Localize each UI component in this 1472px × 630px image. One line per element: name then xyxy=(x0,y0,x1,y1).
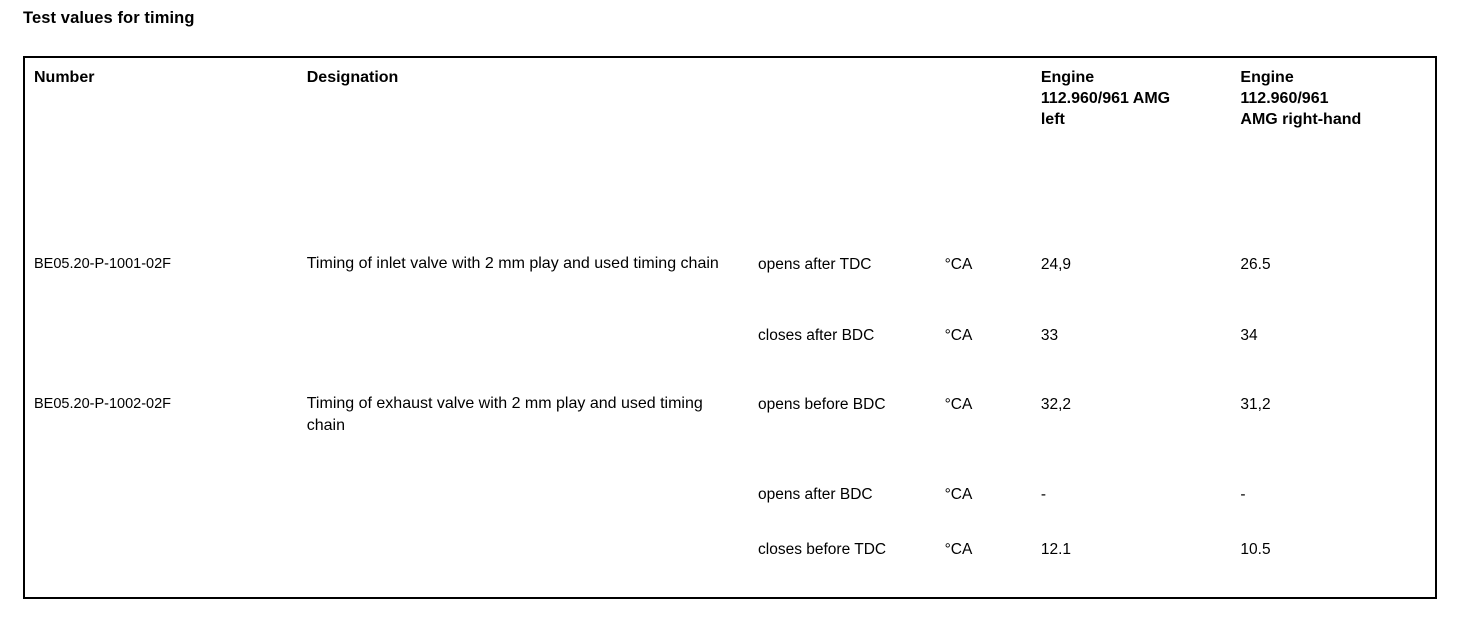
measurement-condition-cell: closes after BDC xyxy=(744,315,945,384)
measurement-condition-cell: opens after BDC xyxy=(744,474,945,529)
measurement-condition: opens after BDC xyxy=(758,486,873,503)
measurement-value-engine-right: 26.5 xyxy=(1240,256,1271,273)
measurement-value-engine-left: 12.1 xyxy=(1040,541,1072,558)
measurement-condition-cell: opens after TDC xyxy=(744,244,945,315)
row-cell-number-1: BE05.20-P-1002-02F xyxy=(24,384,293,598)
measurement-value-left-cell: 33 xyxy=(1031,315,1231,384)
part-number: BE05.20-P-1001-02F xyxy=(34,256,172,272)
measurement-value-left-cell: 12.1 xyxy=(1031,529,1231,598)
measurement-value-engine-left: - xyxy=(1040,486,1047,503)
measurement-value-right-cell: 34 xyxy=(1230,315,1436,384)
header-cell-engine-right: Engine 112.960/961 AMG right-hand xyxy=(1230,57,1436,244)
page-title: Test values for timing xyxy=(23,9,195,27)
measurement-condition: opens before BDC xyxy=(758,396,886,413)
measurement-value-engine-right: 31,2 xyxy=(1240,396,1271,413)
header-label-number: Number xyxy=(34,69,95,86)
spec-table-container: Number Designation Engine 112.960/961 AM… xyxy=(23,56,1437,599)
header-cell-number: Number xyxy=(24,57,293,244)
row-cell-designation-0: Timing of inlet valve with 2 mm play and… xyxy=(293,244,744,384)
measurement-value-right-cell: 26.5 xyxy=(1230,244,1436,315)
measurement-value-engine-right: 10.5 xyxy=(1240,541,1271,558)
measurement-unit: °CA xyxy=(944,327,973,344)
measurement-value-left-cell: 24,9 xyxy=(1031,244,1231,315)
timing-test-values-table: Number Designation Engine 112.960/961 AM… xyxy=(23,56,1437,599)
header-label-engine-right: Engine 112.960/961 AMG right-hand xyxy=(1240,69,1362,128)
measurement-value-left-cell: - xyxy=(1031,474,1231,529)
measurement-unit-cell: °CA xyxy=(945,315,1031,384)
measurement-value-engine-right: - xyxy=(1240,486,1246,503)
measurement-unit-cell: °CA xyxy=(945,384,1031,474)
table-row: opens after BDC °CA - - xyxy=(24,474,1436,529)
header-label-designation: Designation xyxy=(306,69,399,86)
measurement-unit: °CA xyxy=(944,256,973,273)
measurement-unit: °CA xyxy=(944,541,973,558)
measurement-value-engine-right: 34 xyxy=(1240,327,1258,344)
table-row: closes after BDC °CA 33 34 xyxy=(24,315,1436,384)
designation-text: Timing of exhaust valve with 2 mm play a… xyxy=(306,395,703,434)
header-cell-designation: Designation xyxy=(293,57,1031,244)
measurement-unit-cell: °CA xyxy=(945,529,1031,598)
table-header-row: Number Designation Engine 112.960/961 AM… xyxy=(24,57,1436,244)
table-row: closes before TDC °CA 12.1 10.5 xyxy=(24,529,1436,598)
measurement-value-engine-left: 32,2 xyxy=(1040,396,1072,413)
measurement-condition-cell: closes before TDC xyxy=(744,529,945,598)
measurement-unit-cell: °CA xyxy=(945,474,1031,529)
header-label-engine-left: Engine 112.960/961 AMG left xyxy=(1040,69,1171,128)
measurement-condition-cell: opens before BDC xyxy=(744,384,945,474)
part-number: BE05.20-P-1002-02F xyxy=(34,396,172,412)
row-cell-number-0: BE05.20-P-1001-02F xyxy=(24,244,293,384)
measurement-value-left-cell: 32,2 xyxy=(1031,384,1231,474)
table-row: BE05.20-P-1002-02F Timing of exhaust val… xyxy=(24,384,1436,474)
measurement-condition: closes before TDC xyxy=(758,541,887,558)
measurement-unit-cell: °CA xyxy=(945,244,1031,315)
measurement-condition: closes after BDC xyxy=(758,327,875,344)
measurement-value-engine-left: 24,9 xyxy=(1040,256,1072,273)
measurement-unit: °CA xyxy=(944,396,973,413)
designation-text: Timing of inlet valve with 2 mm play and… xyxy=(306,255,719,272)
measurement-value-right-cell: - xyxy=(1230,474,1436,529)
row-cell-designation-1: Timing of exhaust valve with 2 mm play a… xyxy=(293,384,744,598)
measurement-value-right-cell: 31,2 xyxy=(1230,384,1436,474)
header-cell-engine-left: Engine 112.960/961 AMG left xyxy=(1031,57,1231,244)
measurement-unit: °CA xyxy=(944,486,973,503)
measurement-value-right-cell: 10.5 xyxy=(1230,529,1436,598)
table-row: BE05.20-P-1001-02F Timing of inlet valve… xyxy=(24,244,1436,315)
measurement-value-engine-left: 33 xyxy=(1040,327,1059,344)
measurement-condition: opens after TDC xyxy=(758,256,872,273)
